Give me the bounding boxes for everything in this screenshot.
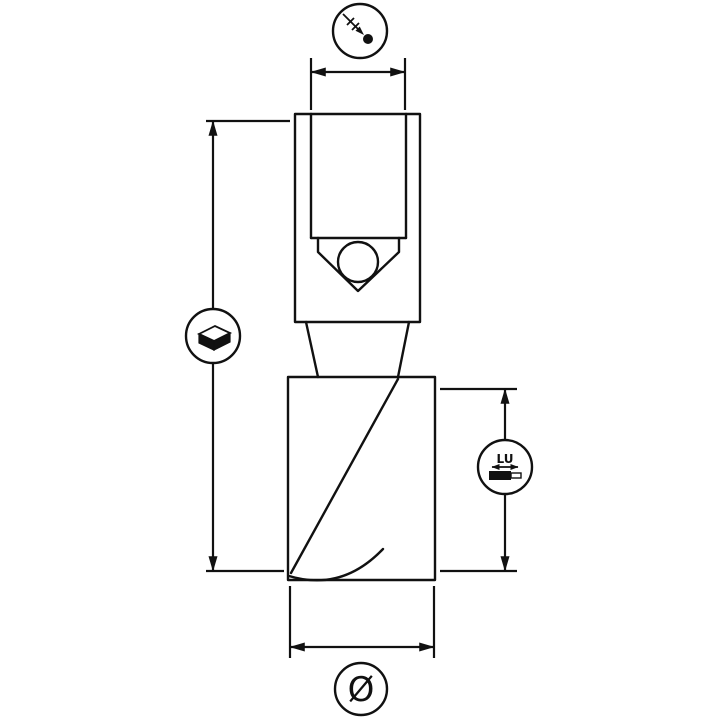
router-bit-outline: [286, 112, 437, 582]
cutter-diameter-dimension: [288, 586, 436, 658]
material-thickness-icon: [184, 307, 242, 365]
cutting-length-icon: LU: [476, 438, 534, 496]
pointer-line: [342, 13, 361, 32]
flute-edge: [289, 377, 400, 575]
slab-side-face: [213, 332, 231, 351]
neck-taper: [304, 320, 320, 379]
neck-taper: [396, 320, 411, 379]
shank-outline: [293, 112, 422, 324]
cutting-lip-curve: [287, 547, 385, 582]
diameter-symbol: Ø: [348, 670, 375, 710]
shank-dot: [363, 34, 373, 44]
shank-diameter-icon: [331, 2, 389, 60]
pointer-arrowhead: [355, 26, 364, 35]
icon-circle: [333, 661, 389, 717]
shank-width-dimension: [309, 58, 407, 110]
cutting-length-label: LU: [497, 452, 514, 466]
collet-chamfer: [316, 236, 401, 293]
diameter-icon: Ø: [333, 661, 389, 717]
cutter-profile-dark: [489, 471, 511, 480]
cutter-profile-shank: [510, 472, 522, 479]
bore-hole: [336, 240, 380, 284]
cutter-body-outline: [286, 375, 437, 582]
tick-mark: [351, 22, 360, 31]
tick-mark: [346, 17, 355, 26]
